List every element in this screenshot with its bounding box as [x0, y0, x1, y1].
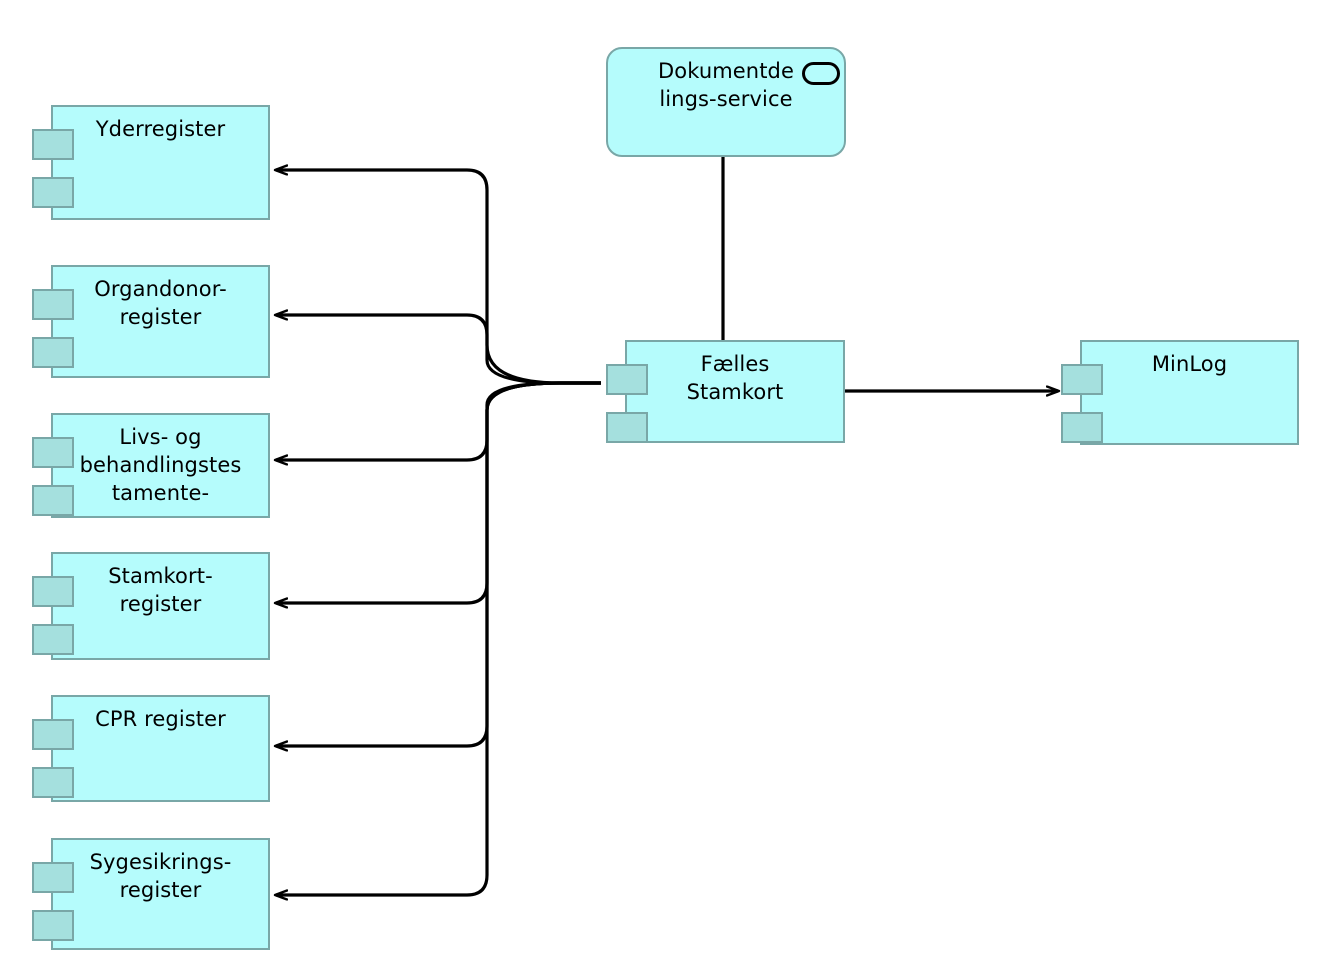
port-lower-icon	[32, 767, 74, 798]
component-dokumentdelings-service[interactable]: Dokumentde lings-service	[606, 47, 846, 157]
edge-faelles-to-organdonor-register	[276, 315, 601, 385]
port-upper-icon	[32, 862, 74, 893]
port-upper-icon	[32, 289, 74, 320]
port-lower-icon	[32, 337, 74, 368]
port-upper-icon	[32, 719, 74, 750]
edge-faelles-to-cpr-register	[276, 381, 601, 746]
component-minlog[interactable]: MinLog	[1061, 340, 1299, 445]
port-lower-icon	[606, 412, 648, 443]
port-lower-icon	[32, 910, 74, 941]
component-label: Sygesikrings- register	[89, 850, 232, 902]
edge-faelles-to-livs-og-behandlingstestamente	[276, 381, 601, 460]
component-label: Dokumentde lings-service	[657, 59, 794, 111]
port-lower-icon	[32, 177, 74, 208]
port-upper-icon	[1061, 364, 1103, 395]
component-label: Livs- og behandlingstes tamente-	[79, 425, 242, 505]
port-lower-icon	[32, 485, 74, 516]
port-lower-icon	[32, 624, 74, 655]
component-label: CPR register	[95, 707, 226, 731]
port-upper-icon	[32, 437, 74, 468]
component-label: Stamkort- register	[108, 564, 213, 616]
component-label: MinLog	[1151, 352, 1228, 376]
edge-faelles-to-stamkort-register	[276, 381, 601, 603]
component-label: Fælles Stamkort	[686, 352, 784, 404]
component-yderregister[interactable]: Yderregister	[32, 105, 270, 220]
port-upper-icon	[606, 364, 648, 395]
provided-interface-icon	[802, 62, 840, 85]
component-label: Yderregister	[95, 117, 226, 141]
component-organdonor-register[interactable]: Organdonor- register	[32, 265, 270, 378]
component-faelles-stamkort[interactable]: Fælles Stamkort	[606, 340, 845, 443]
component-cpr-register[interactable]: CPR register	[32, 695, 270, 802]
port-upper-icon	[32, 576, 74, 607]
component-label: Organdonor- register	[94, 277, 227, 329]
component-livs-og-behandlingstestamente[interactable]: Livs- og behandlingstes tamente-	[32, 413, 270, 518]
port-lower-icon	[1061, 412, 1103, 443]
edge-faelles-to-sygesikrings-register	[276, 381, 601, 895]
component-stamkort-register[interactable]: Stamkort- register	[32, 552, 270, 660]
component-sygesikrings-register[interactable]: Sygesikrings- register	[32, 838, 270, 950]
edge-faelles-to-yderregister	[276, 170, 601, 385]
port-upper-icon	[32, 129, 74, 160]
